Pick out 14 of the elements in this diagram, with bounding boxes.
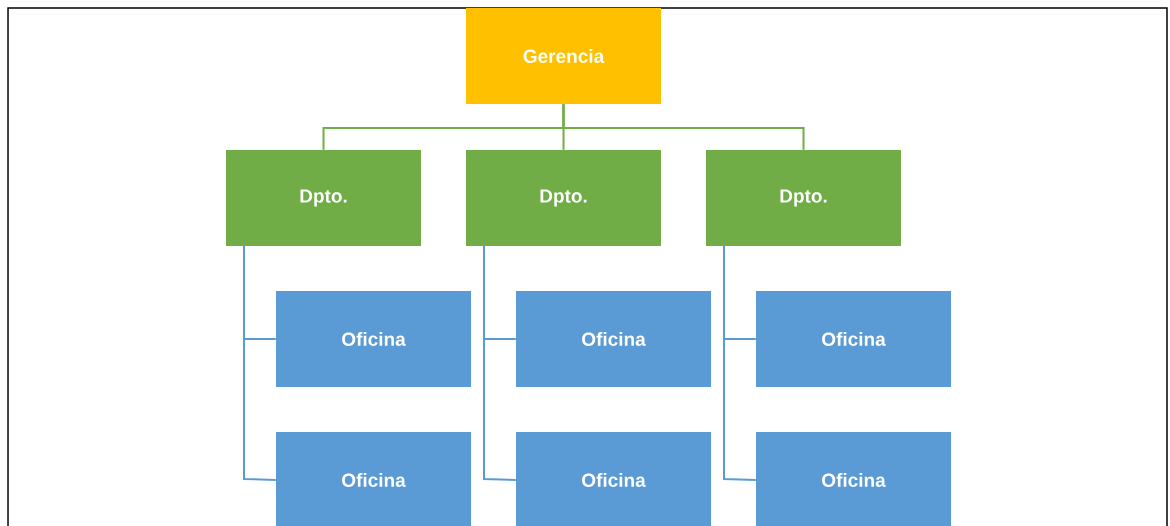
department-box: Dpto. [706,150,901,246]
office-box: Oficina [516,432,711,526]
connector-line [723,245,757,481]
office-box: Oficina [756,432,951,526]
office-box: Oficina [756,291,951,387]
connector-line [243,245,277,481]
department-box: Dpto. [226,150,421,246]
connector-line [483,245,517,481]
office-box: Oficina [516,291,711,387]
connector-line [562,103,805,151]
management-box: Gerencia [466,8,661,104]
office-box: Oficina [276,291,471,387]
office-box: Oficina [276,432,471,526]
department-box: Dpto. [466,150,661,246]
